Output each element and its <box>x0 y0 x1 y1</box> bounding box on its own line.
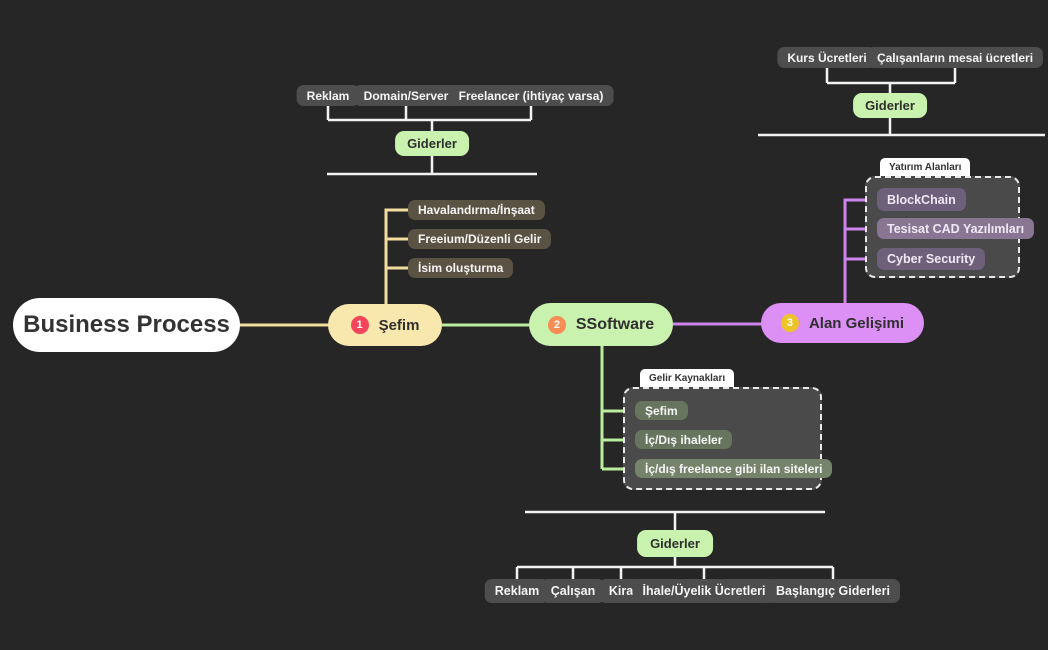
node-giderler-bottom[interactable]: Giderler <box>637 530 713 557</box>
node-freeium-duzenli-gelir[interactable]: Freeium/Düzenli Gelir <box>408 229 552 249</box>
node-calisan[interactable]: Çalışan <box>540 579 606 603</box>
node-ic-dis-ihaleler[interactable]: İç/Dış ihaleler <box>635 430 733 449</box>
node-alan-gelisimi-branch[interactable]: 3 Alan Gelişimi <box>761 303 924 343</box>
badge-2-icon: 2 <box>547 315 566 334</box>
node-tesisat-cad[interactable]: Tesisat CAD Yazılımları <box>877 218 1035 239</box>
sefim-branch-label: Şefim <box>378 316 420 334</box>
node-domain-server[interactable]: Domain/Server <box>353 85 459 106</box>
node-giderler-top-left[interactable]: Giderler <box>395 131 469 156</box>
node-cyber-security[interactable]: Cyber Security <box>877 248 986 270</box>
node-reklam-top[interactable]: Reklam <box>296 85 360 106</box>
node-kurs-ucretleri[interactable]: Kurs Ücretleri <box>777 47 877 68</box>
node-isim-olusturma[interactable]: İsim oluşturma <box>408 258 514 278</box>
node-freelancer[interactable]: Freelancer (ihtiyaç varsa) <box>448 85 614 106</box>
node-blockchain[interactable]: BlockChain <box>877 188 966 211</box>
node-havalandirma-insaat[interactable]: Havalandırma/İnşaat <box>408 200 545 220</box>
node-business-process[interactable]: Business Process <box>13 298 240 352</box>
node-baslangic-giderleri[interactable]: Başlangıç Giderleri <box>766 579 900 603</box>
node-ssoftware-branch[interactable]: 2 SSoftware <box>529 303 673 346</box>
node-calisanlarin-mesai[interactable]: Çalışanların mesai ücretleri <box>866 47 1044 68</box>
node-freelance-siteleri[interactable]: İç/dış freelance gibi ilan siteleri <box>635 459 833 478</box>
label-gelir-kaynaklari[interactable]: Gelir Kaynakları <box>640 369 735 387</box>
label-yatirim-alanlari[interactable]: Yatırım Alanları <box>880 158 971 176</box>
alan-gelisimi-branch-label: Alan Gelişimi <box>808 314 905 332</box>
node-reklam-bottom[interactable]: Reklam <box>484 579 550 603</box>
badge-1-icon: 1 <box>350 316 369 334</box>
node-sefim-income[interactable]: Şefim <box>635 401 688 420</box>
node-ihale-uyelik[interactable]: İhale/Üyelik Ücretleri <box>632 579 776 603</box>
ssoftware-branch-label: SSoftware <box>575 315 655 333</box>
badge-3-icon: 3 <box>780 314 799 332</box>
node-sefim-branch[interactable]: 1 Şefim <box>328 304 442 346</box>
node-giderler-top-right[interactable]: Giderler <box>853 93 927 118</box>
